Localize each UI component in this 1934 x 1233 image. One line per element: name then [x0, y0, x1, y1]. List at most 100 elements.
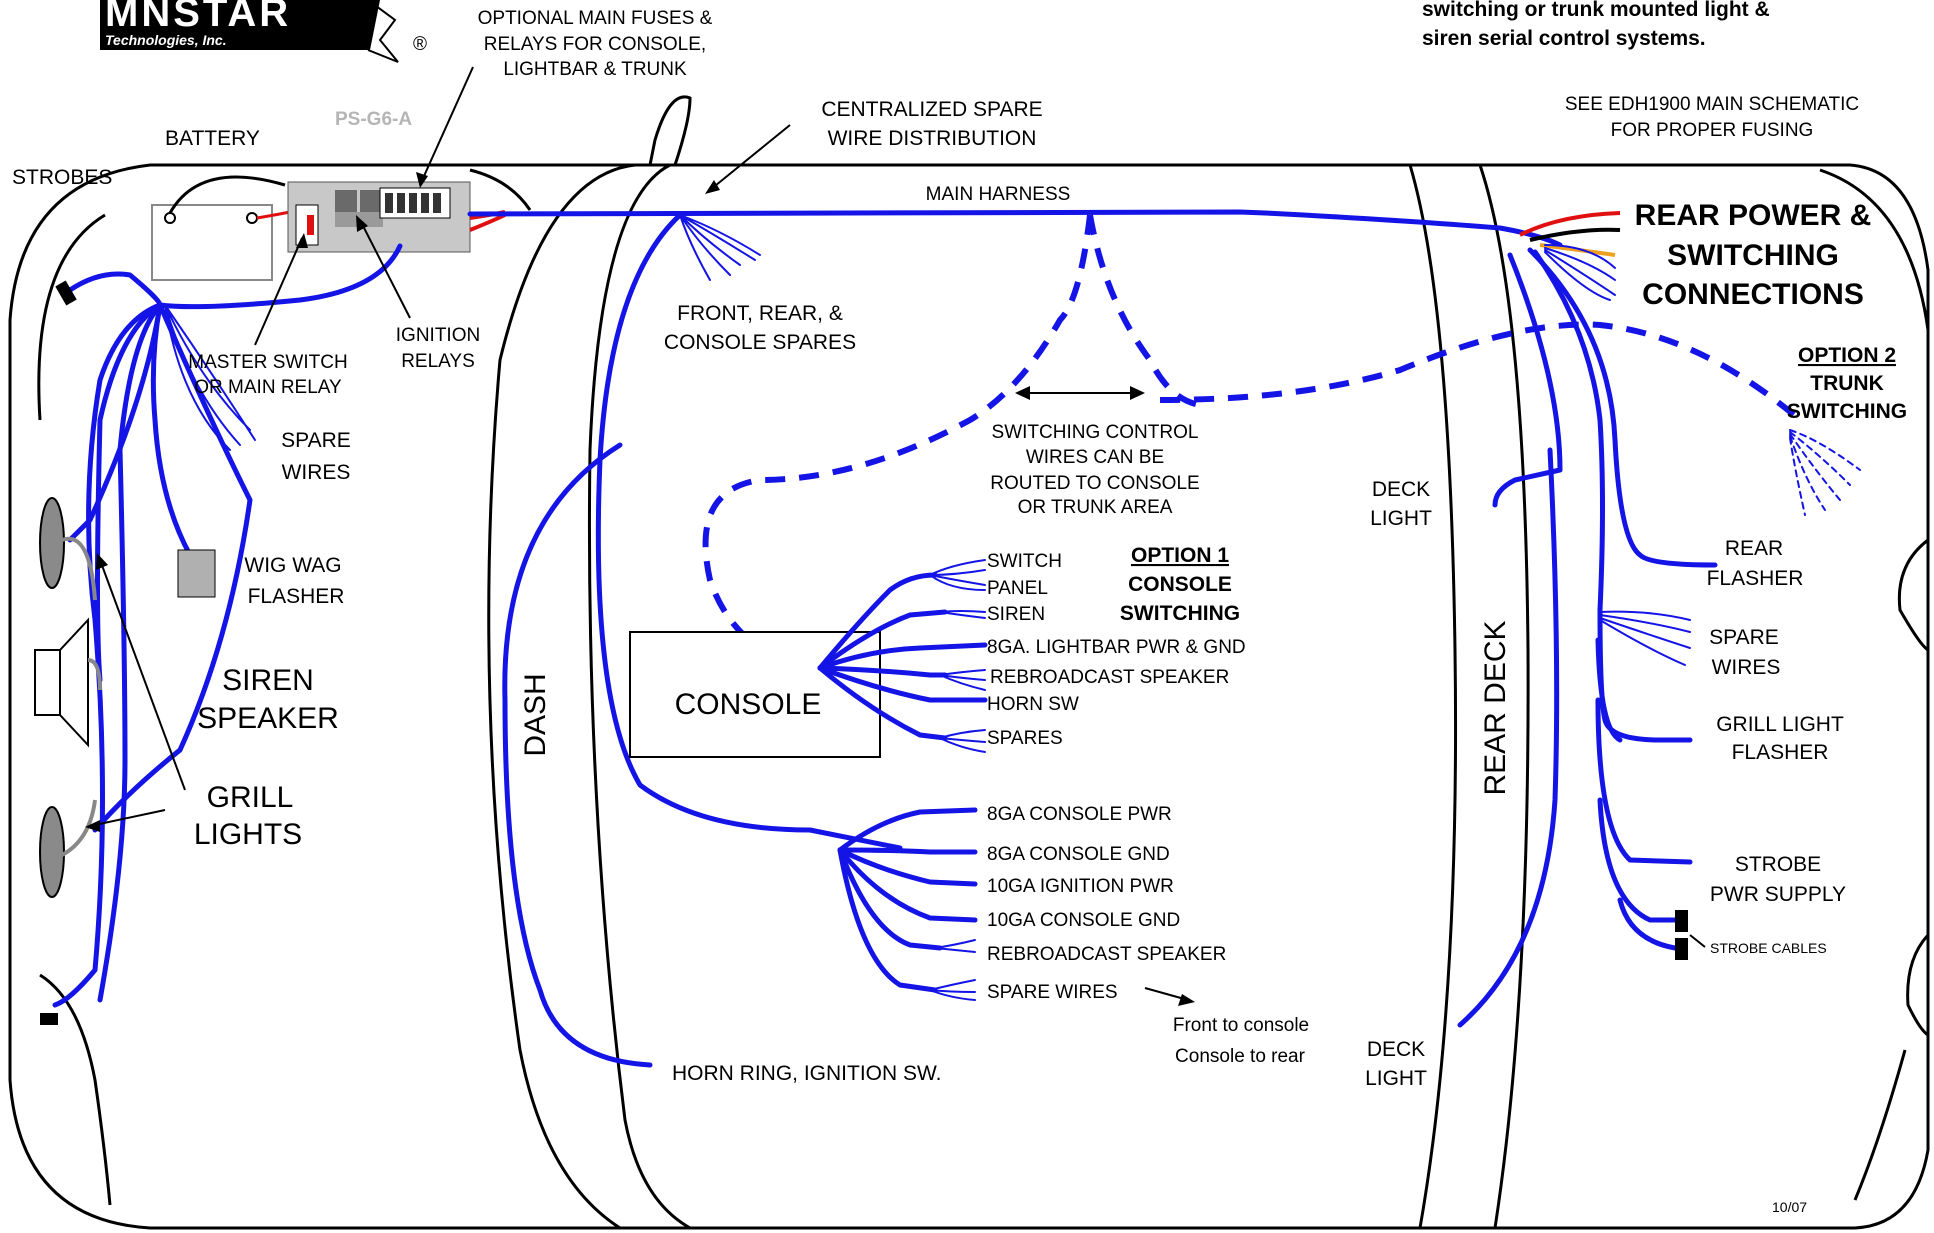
- strobe-cables-label: STROBE CABLES: [1710, 940, 1827, 956]
- vehicle-outline: [8, 95, 1930, 1230]
- switching-control-dashed-right: [1087, 214, 1201, 408]
- spare-wires-right-line2: WIRES: [1712, 656, 1781, 679]
- registered-mark: ®: [413, 34, 427, 55]
- console-wire-panel: PANEL: [987, 578, 1048, 599]
- rear-flasher-line2: FLASHER: [1707, 567, 1804, 590]
- front-to-console-line2: Console to rear: [1175, 1046, 1306, 1067]
- grill-lights-line2: LIGHTS: [194, 818, 302, 851]
- mnstar-logo: MNSTAR Technologies, Inc. ®: [100, 0, 427, 63]
- front-to-console-line1: Front to console: [1173, 1015, 1309, 1036]
- main-harness-wire: [467, 209, 1563, 248]
- fuses-leader: [419, 66, 474, 186]
- wig-wag-flasher-box: [177, 549, 216, 598]
- harness-to-front: [157, 243, 403, 310]
- trunk-wire-rear-flasher: [1527, 247, 1718, 568]
- see-note-line1: SEE EDH1900 MAIN SCHEMATIC: [1565, 94, 1859, 115]
- main-harness-label: MAIN HARNESS: [926, 184, 1071, 205]
- trunk-wire-deck-light-bottom: [1457, 447, 1560, 1028]
- left-wire-bundle-1: [52, 302, 163, 1008]
- battery-power-cable: [256, 210, 291, 220]
- dash-wire-main: [595, 212, 903, 851]
- deck-light-bottom-line1: DECK: [1367, 1038, 1425, 1061]
- grill-flasher-line1: GRILL LIGHT: [1716, 713, 1844, 736]
- switching-control-line4: OR TRUNK AREA: [1018, 497, 1173, 518]
- centralized-leader: [709, 124, 791, 191]
- strobe-cable-connector-1: [1675, 910, 1688, 932]
- ignition-relays-line2: RELAYS: [401, 351, 475, 372]
- option2-switching-dashed: [1159, 321, 1802, 423]
- trunk-wire-strobe-cables: [1597, 797, 1678, 951]
- dash-label: DASH: [519, 673, 552, 756]
- logo-brand: MNSTAR: [105, 0, 291, 35]
- option2-line1: OPTION 2: [1798, 344, 1896, 367]
- grill-light-bottom: [39, 806, 65, 898]
- master-switch-leader: [254, 237, 303, 346]
- left-wire-bundle-2: [97, 302, 163, 1003]
- lower-wire-ignition-pwr: 10GA IGNITION PWR: [987, 876, 1174, 897]
- left-wire-grill-1: [67, 302, 163, 543]
- grill-light-wire-top: [61, 536, 97, 601]
- console-wire-horn: HORN SW: [987, 694, 1079, 715]
- left-wire-siren: [95, 302, 163, 683]
- deck-light-top-line1: DECK: [1372, 478, 1430, 501]
- switching-double-arrow: [1015, 386, 1145, 400]
- part-number: PS-G6-A: [335, 109, 412, 130]
- front-strobe-connector-bottom: [40, 1013, 58, 1025]
- grill-light-wire-bottom: [61, 799, 97, 857]
- option2-fan: [1789, 429, 1861, 516]
- rear-power-line3: CONNECTIONS: [1642, 278, 1864, 311]
- spare-wires-right-fan: [1599, 610, 1691, 666]
- left-wire-bundle-4: [92, 302, 253, 833]
- ignition-relays-leader: [359, 219, 411, 319]
- deck-light-top-line2: LIGHT: [1370, 507, 1432, 530]
- switching-control-line3: ROUTED TO CONSOLE: [990, 473, 1199, 494]
- fuses-arrowhead: [416, 172, 428, 188]
- centralized-spare-fan: [679, 214, 761, 281]
- rear-power-red: [1519, 211, 1621, 237]
- console-upper-wires: [817, 559, 988, 753]
- power-distribution-module: [287, 181, 471, 253]
- date-label: 10/07: [1772, 1199, 1807, 1215]
- optional-fuses-line3: LIGHTBAR & TRUNK: [503, 59, 687, 80]
- optional-fuses-line2: RELAYS FOR CONSOLE,: [484, 34, 706, 55]
- wig-wag-line2: FLASHER: [248, 585, 345, 608]
- centralized-line2: WIRE DISTRIBUTION: [828, 127, 1037, 150]
- console-wire-switch: SWITCH: [987, 551, 1062, 572]
- front-rear-spares-line2: CONSOLE SPARES: [664, 331, 856, 354]
- master-switch-line2: OR MAIN RELAY: [194, 377, 342, 398]
- siren-speaker-line1: SIREN: [222, 664, 314, 697]
- siren-speaker-line2: SPEAKER: [197, 702, 339, 735]
- grill-flasher-line2: FLASHER: [1732, 741, 1829, 764]
- rear-power-line2: SWITCHING: [1667, 239, 1839, 272]
- console-lower-wires: [837, 807, 978, 1001]
- option2-line3: SWITCHING: [1787, 400, 1907, 423]
- console-wire-lightbar: 8GA. LIGHTBAR PWR & GND: [987, 637, 1246, 658]
- centralized-line1: CENTRALIZED SPARE: [821, 98, 1042, 121]
- switching-control-line2: WIRES CAN BE: [1026, 447, 1164, 468]
- lower-wire-console-gnd: 8GA CONSOLE GND: [987, 844, 1170, 865]
- dash-wire-horn: [502, 442, 653, 1068]
- lower-wire-rebroadcast: REBROADCAST SPEAKER: [987, 944, 1226, 965]
- horn-ring-label: HORN RING, IGNITION SW.: [672, 1062, 942, 1085]
- battery-ground-cable: [168, 175, 286, 214]
- left-wire-strobe: [67, 271, 163, 308]
- lower-wire-spare: SPARE WIRES: [987, 982, 1118, 1003]
- console-label: CONSOLE: [675, 688, 822, 721]
- battery-box: [151, 204, 273, 281]
- ignition-relays-line1: IGNITION: [396, 325, 480, 346]
- console-wire-rebroadcast: REBROADCAST SPEAKER: [990, 667, 1229, 688]
- grill-leader-top: [99, 559, 186, 791]
- option1-line1: OPTION 1: [1131, 544, 1229, 567]
- strobe-cable-connector-2: [1675, 938, 1688, 960]
- master-switch-line1: MASTER SWITCH: [188, 352, 347, 373]
- optional-fuses-line1: OPTIONAL MAIN FUSES &: [478, 8, 713, 29]
- spare-wires-left-line2: WIRES: [282, 461, 351, 484]
- strobe-cables-leader: [1689, 934, 1706, 948]
- spare-wires-left-fan: [164, 304, 256, 451]
- trunk-wire-strobe-pwr: [1595, 697, 1693, 865]
- switching-control-line1: SWITCHING CONTROL: [992, 422, 1199, 443]
- spare-wires-right-line1: SPARE: [1709, 626, 1779, 649]
- console-wire-spares: SPARES: [987, 728, 1063, 749]
- note-top-right-line2: siren serial control systems.: [1422, 27, 1706, 50]
- rear-power-black: [1529, 227, 1621, 242]
